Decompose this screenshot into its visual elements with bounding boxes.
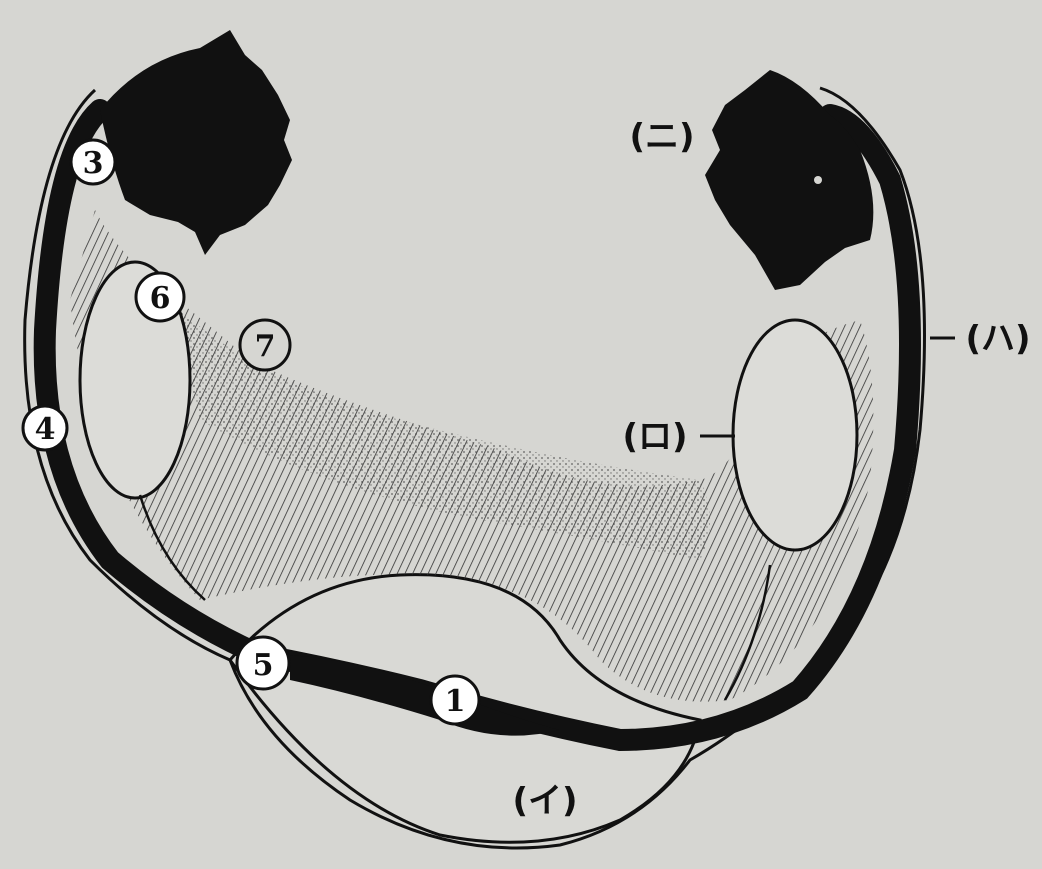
marker-6: 6 <box>136 273 184 321</box>
label-i: (イ) <box>512 781 577 821</box>
svg-text:5: 5 <box>253 648 274 683</box>
label-ha: (ハ) <box>965 319 1030 359</box>
marker-4: 4 <box>23 406 67 450</box>
svg-text:6: 6 <box>150 281 171 316</box>
left-fimbriae <box>100 30 292 255</box>
marker-7: 7 <box>240 320 290 370</box>
label-ro: (ロ) <box>622 417 687 457</box>
svg-text:1: 1 <box>445 684 466 719</box>
right-ovary <box>733 320 857 550</box>
marker-1: 1 <box>431 676 479 724</box>
marker-5: 5 <box>237 637 289 689</box>
fimbriae-highlight <box>814 176 822 184</box>
svg-text:7: 7 <box>255 329 276 364</box>
svg-text:3: 3 <box>83 146 104 181</box>
marker-3: 3 <box>71 140 115 184</box>
label-ni: (ニ) <box>629 117 694 157</box>
svg-text:4: 4 <box>35 412 56 447</box>
